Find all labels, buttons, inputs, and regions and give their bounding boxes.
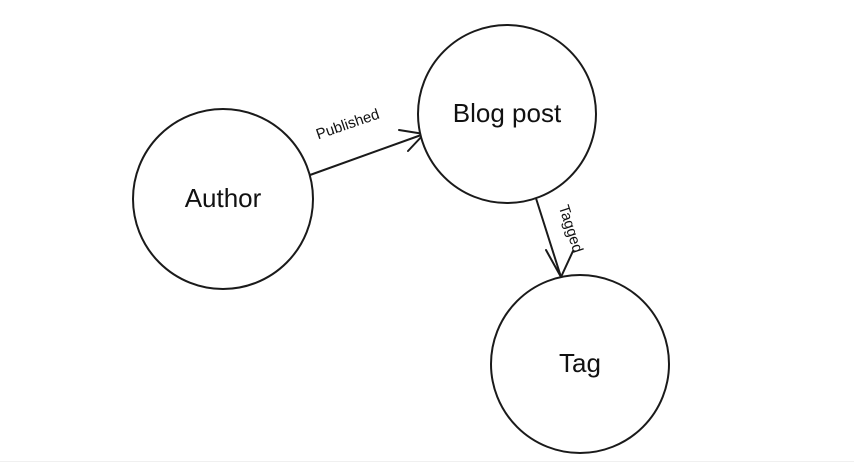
node-tag[interactable]: Tag (490, 274, 670, 454)
edge-tagged[interactable]: Tagged (533, 191, 586, 278)
edge-tagged-arrowhead (545, 249, 574, 278)
edge-tagged-label: Tagged (555, 203, 586, 255)
node-tag-circle (490, 274, 670, 454)
node-author-circle (132, 108, 314, 290)
node-author-label: Author (185, 183, 262, 213)
edge-published-label: Published (314, 106, 382, 144)
node-blog-post-circle (417, 24, 597, 204)
node-tag-label: Tag (559, 348, 601, 378)
node-author[interactable]: Author (132, 108, 314, 290)
edge-tagged-line (533, 191, 562, 278)
edge-published[interactable]: Published (309, 106, 425, 176)
edge-published-line (309, 133, 425, 176)
node-blog-post[interactable]: Blog post (417, 24, 597, 204)
node-blog-post-label: Blog post (453, 98, 562, 128)
